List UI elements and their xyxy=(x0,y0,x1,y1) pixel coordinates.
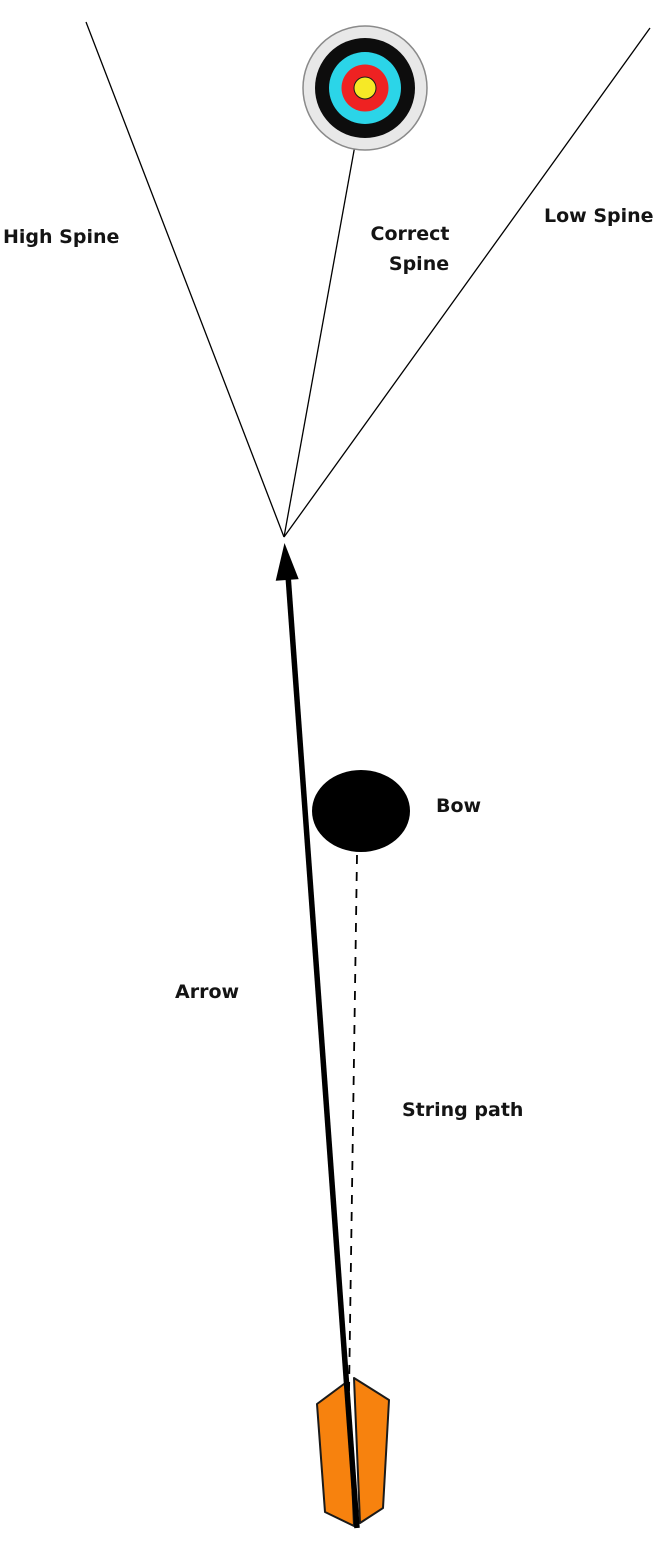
arrow xyxy=(275,543,360,1529)
high-spine-line xyxy=(85,21,285,538)
target xyxy=(302,25,428,151)
target-center-yellow xyxy=(353,76,377,100)
fletching-right xyxy=(353,1377,390,1524)
string-path-line xyxy=(348,854,358,1394)
arrow-shaft xyxy=(285,574,360,1529)
high-spine-label: High Spine xyxy=(3,226,119,248)
low-spine-label: Low Spine xyxy=(544,205,654,227)
bow-ellipse xyxy=(312,770,410,852)
string-path-label: String path xyxy=(402,1099,523,1121)
low-spine-line xyxy=(283,27,651,538)
fletching xyxy=(316,1377,390,1527)
correct-spine-line xyxy=(283,89,366,538)
correct-spine-label-line1: Correct xyxy=(371,223,450,245)
bow-label: Bow xyxy=(436,795,481,817)
correct-spine-label-line2: Spine xyxy=(389,253,449,275)
arrow-head xyxy=(275,543,299,581)
arrow-label: Arrow xyxy=(175,981,239,1003)
